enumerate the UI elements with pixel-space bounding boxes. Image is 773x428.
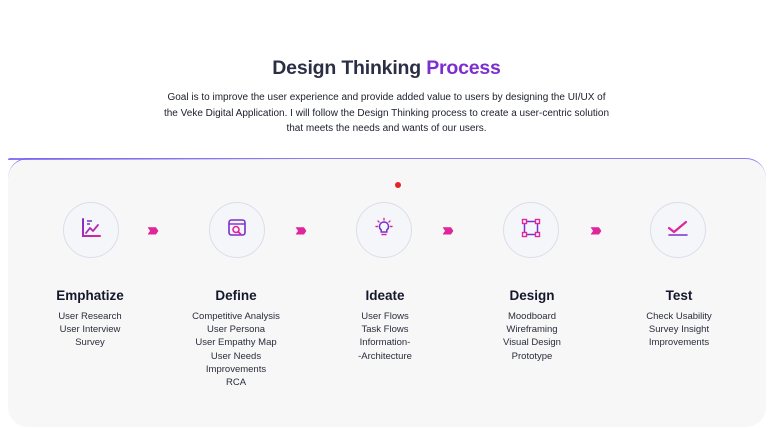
list-item: Survey [75,337,105,349]
checkmark-icon [666,217,690,244]
list-item: User Research [58,311,122,322]
chevrons-right-icon: ›››› [590,220,602,240]
intro-line: Goal is to improve the user experience a… [167,92,606,103]
intro-line: the Veke Digital Application. I will fol… [163,107,610,119]
section-title-main: Design Thinking [272,57,421,79]
step-icon-circle-ideate [356,202,412,258]
list-item: User Flows [361,311,409,322]
list-item: Check Usability [646,311,712,322]
step-items-design: Moodboard Wireframing Visual Design Prot… [462,310,602,363]
step-items-test: Check Usability Survey Insight Improveme… [609,310,749,350]
list-item: Improvements [648,337,710,349]
panel-accent-border [8,158,308,160]
chevrons-right-icon: ›››› [147,220,159,240]
browser-search-icon [226,217,248,244]
chevrons-right-icon: ›››› [442,220,454,240]
vector-frame-icon [520,217,542,244]
list-item: User Interview [59,324,121,336]
step-title-ideate: Ideate [365,288,405,303]
step-icon-circle-define [209,202,265,258]
list-item: User Needs [210,350,262,362]
list-item: -Architecture [358,350,412,362]
step-title-design: Design [509,288,555,303]
step-items-define: Competitive Analysis User Persona User E… [166,310,306,389]
step-title-define: Define [215,288,257,303]
intro-line: that meets the needs and wants of our us… [286,123,487,134]
step-items-emphatize: User Research User Interview Survey [20,310,160,350]
list-item: Moodboard [507,311,557,322]
list-item: Task Flows [361,324,409,336]
chart-analytics-icon [80,217,102,244]
step-title-emphatize: Emphatize [56,288,124,303]
list-item: Visual Design [503,337,561,349]
chevrons-right-icon: ›››› [295,220,307,240]
step-icon-circle-emphatize [63,202,119,258]
step-title-test: Test [665,288,693,303]
list-item: Wireframing [506,324,558,336]
list-item: Competitive Analysis [192,311,280,322]
intro-paragraph: Goal is to improve the user experience a… [0,90,773,137]
section-title: Design Thinking Process [0,57,773,80]
list-item: Survey Insight [648,324,710,336]
step-items-ideate: User Flows Task Flows Information- -Arch… [315,310,455,363]
step-icon-circle-test [650,202,706,258]
list-item: Information- [359,337,411,349]
step-icon-circle-design [503,202,559,258]
list-item: Improvements [205,363,267,375]
list-item: Prototype [511,350,553,362]
list-item: User Persona [206,324,266,336]
list-item: User Empathy Map [195,337,277,349]
list-item: RCA [225,377,247,389]
indicator-dot [395,182,401,188]
lightbulb-icon [373,217,395,244]
section-title-accent: Process [426,57,501,79]
